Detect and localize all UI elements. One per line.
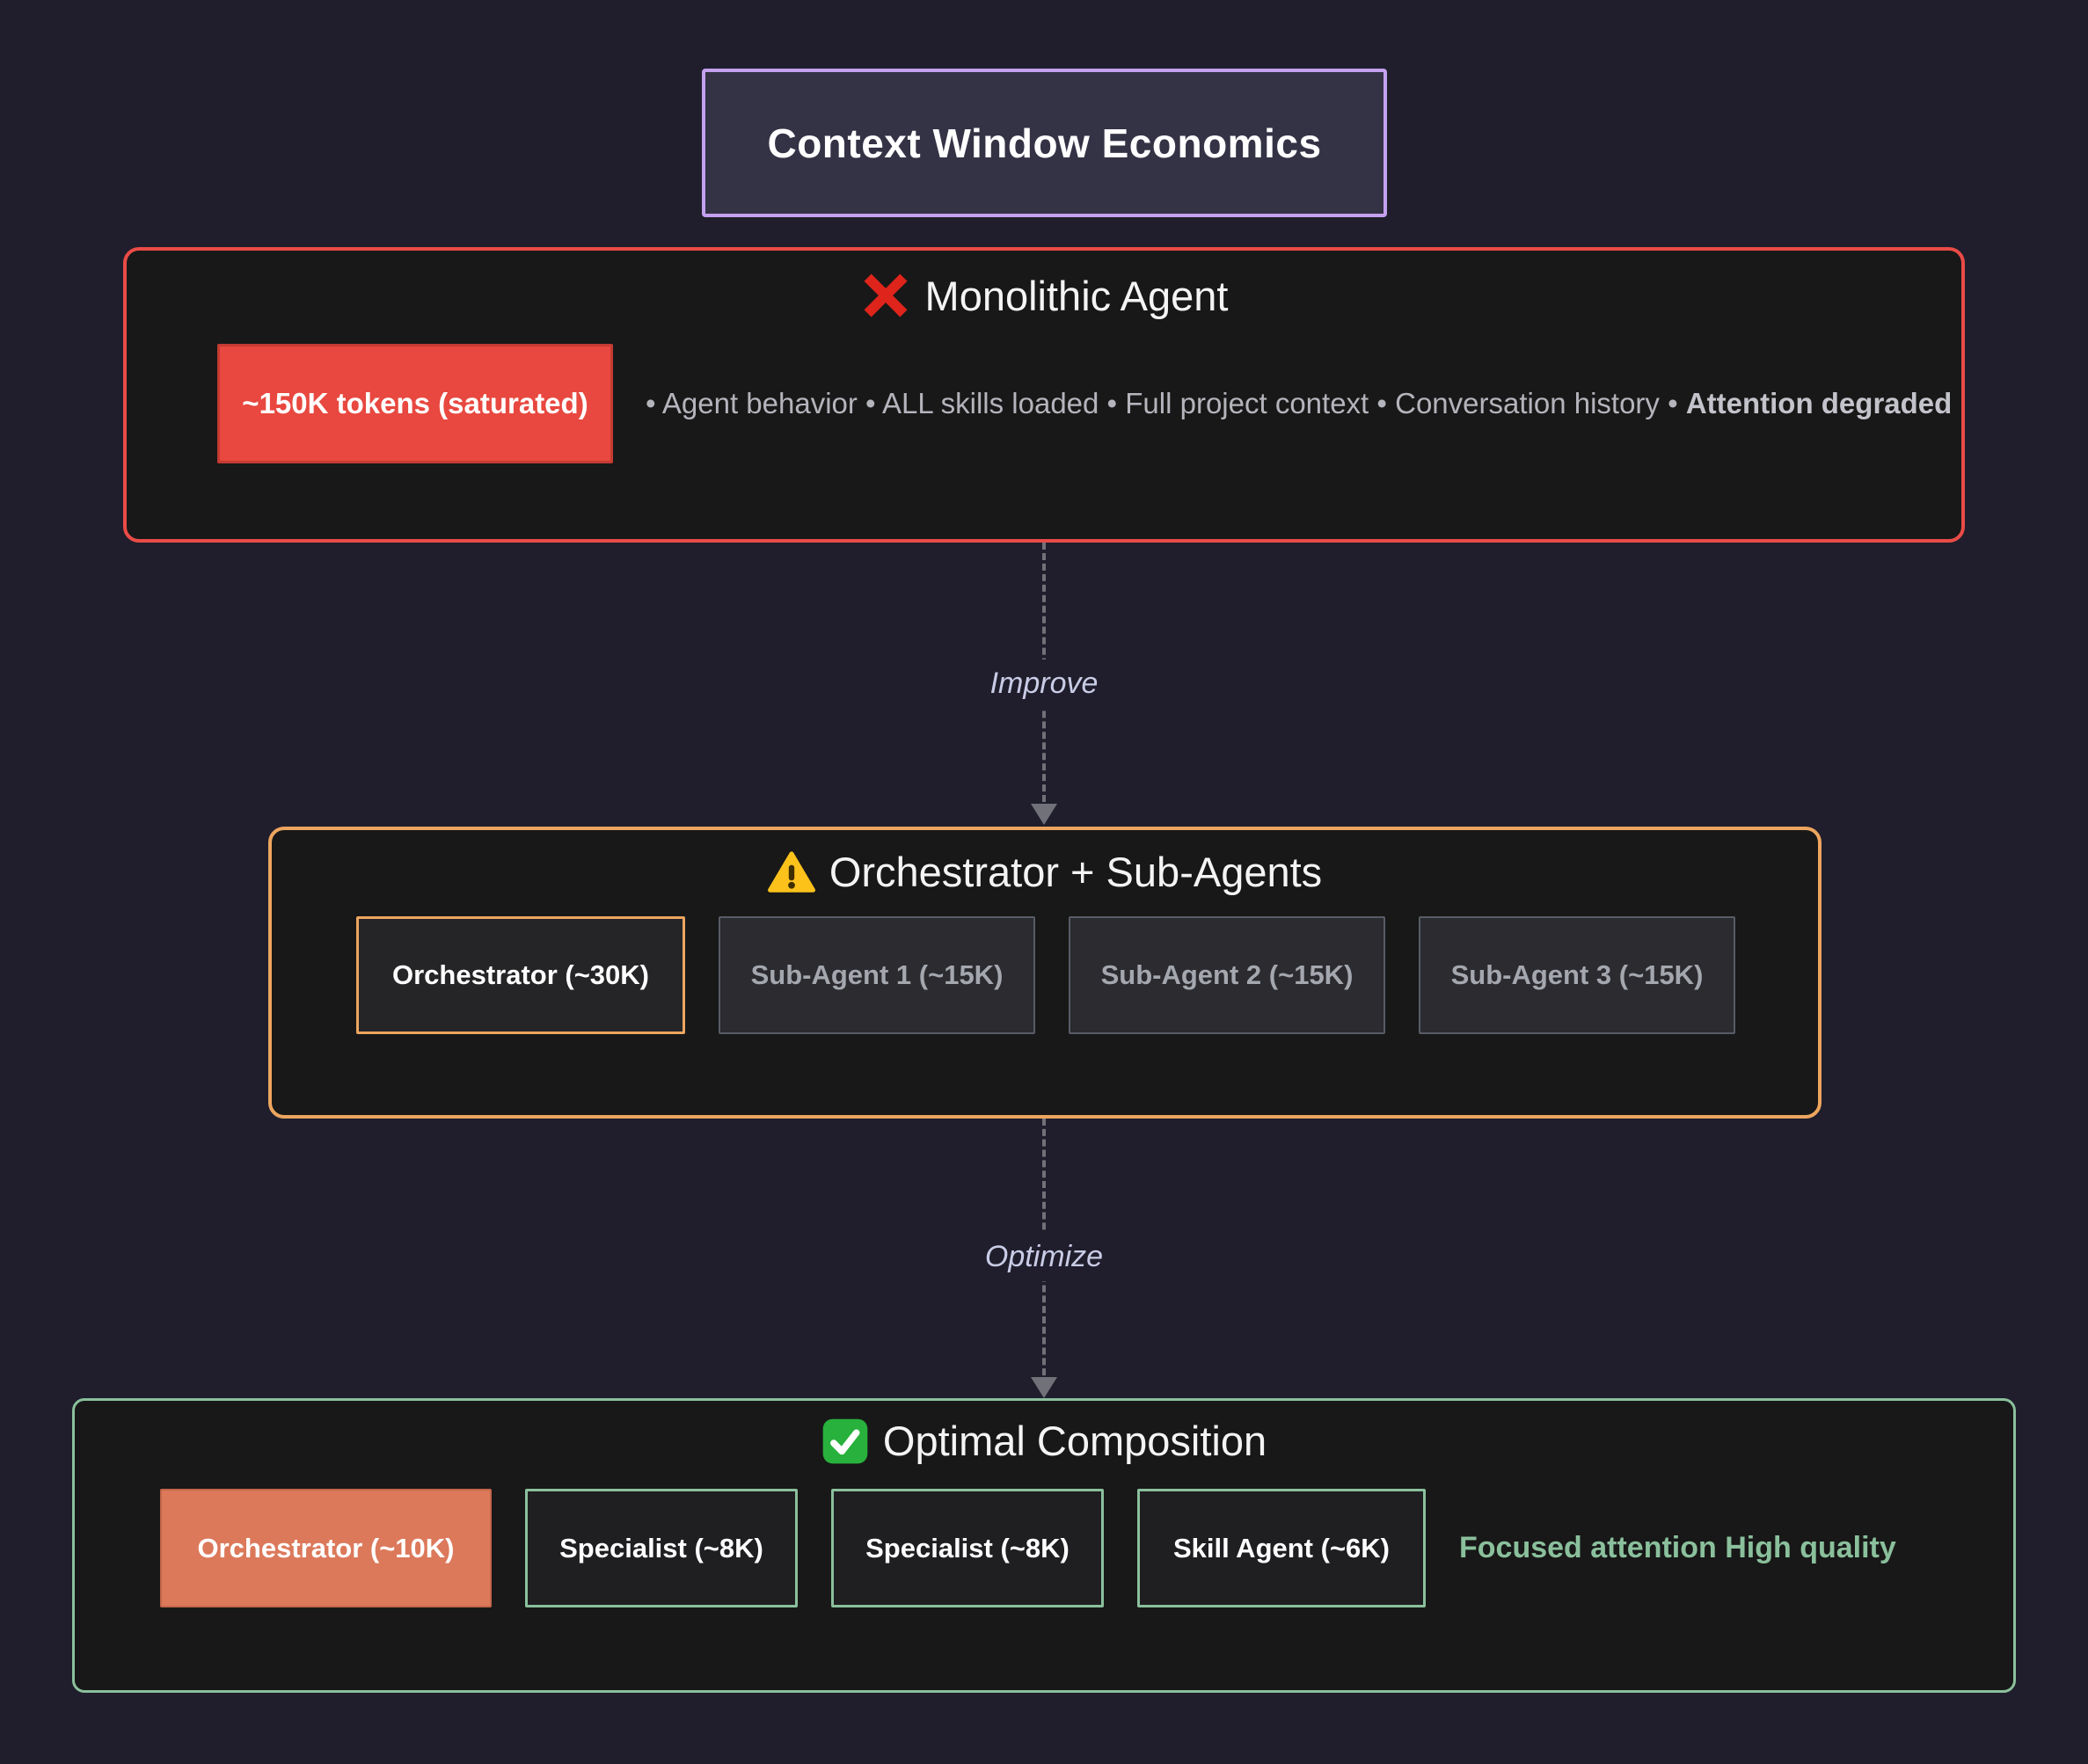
orchestrator-header: Orchestrator + Sub-Agents bbox=[272, 848, 1818, 896]
node-specialist-2: Specialist (~8K) bbox=[831, 1489, 1104, 1607]
page-title: Context Window Economics bbox=[767, 120, 1322, 166]
node-subagent-2: Sub-Agent 2 (~15K) bbox=[1069, 916, 1385, 1034]
arrow-optimize: Optimize bbox=[974, 1119, 1114, 1398]
arrow-optimize-label: Optimize bbox=[974, 1233, 1114, 1281]
warning-sign-icon bbox=[767, 850, 815, 894]
stage-orchestrator-subagents: Orchestrator + Sub-Agents Orchestrator (… bbox=[268, 827, 1822, 1119]
monolithic-details-bold: Attention degraded bbox=[1685, 387, 1953, 419]
stage-monolithic-agent: Monolithic Agent ~150K tokens (saturated… bbox=[123, 247, 1965, 543]
optimal-note: Focused attention High quality bbox=[1459, 1531, 1896, 1564]
arrow-improve: Improve bbox=[979, 543, 1109, 825]
node-skill-agent: Skill Agent (~6K) bbox=[1137, 1489, 1426, 1607]
diagram-title-box: Context Window Economics bbox=[702, 69, 1387, 217]
node-orchestrator-30k: Orchestrator (~30K) bbox=[356, 916, 685, 1034]
token-saturated-box: ~150K tokens (saturated) bbox=[217, 344, 613, 463]
monolithic-details-text: • Agent behavior • ALL skills loaded • F… bbox=[646, 387, 1686, 419]
orchestrator-node-row: Orchestrator (~30K) Sub-Agent 1 (~15K) S… bbox=[356, 916, 1735, 1034]
node-specialist-1: Specialist (~8K) bbox=[525, 1489, 798, 1607]
monolithic-header: Monolithic Agent bbox=[127, 270, 1961, 321]
node-orchestrator-10k: Orchestrator (~10K) bbox=[160, 1489, 492, 1607]
optimal-title: Optimal Composition bbox=[882, 1418, 1267, 1464]
check-mark-icon bbox=[821, 1418, 869, 1465]
optimal-node-row: Orchestrator (~10K) Specialist (~8K) Spe… bbox=[160, 1489, 1896, 1607]
monolithic-details: • Agent behavior • ALL skills loaded • F… bbox=[646, 344, 1952, 463]
node-subagent-3: Sub-Agent 3 (~15K) bbox=[1419, 916, 1735, 1034]
orchestrator-title: Orchestrator + Sub-Agents bbox=[829, 849, 1323, 895]
cross-mark-icon bbox=[860, 270, 911, 321]
arrow-optimize-head-icon bbox=[1031, 1377, 1057, 1398]
arrow-improve-head-icon bbox=[1031, 804, 1057, 825]
node-subagent-1: Sub-Agent 1 (~15K) bbox=[719, 916, 1035, 1034]
monolithic-title: Monolithic Agent bbox=[924, 272, 1229, 319]
optimal-header: Optimal Composition bbox=[75, 1417, 2013, 1465]
stage-optimal-composition: Optimal Composition Orchestrator (~10K) … bbox=[72, 1398, 2016, 1693]
arrow-improve-label: Improve bbox=[979, 660, 1109, 708]
